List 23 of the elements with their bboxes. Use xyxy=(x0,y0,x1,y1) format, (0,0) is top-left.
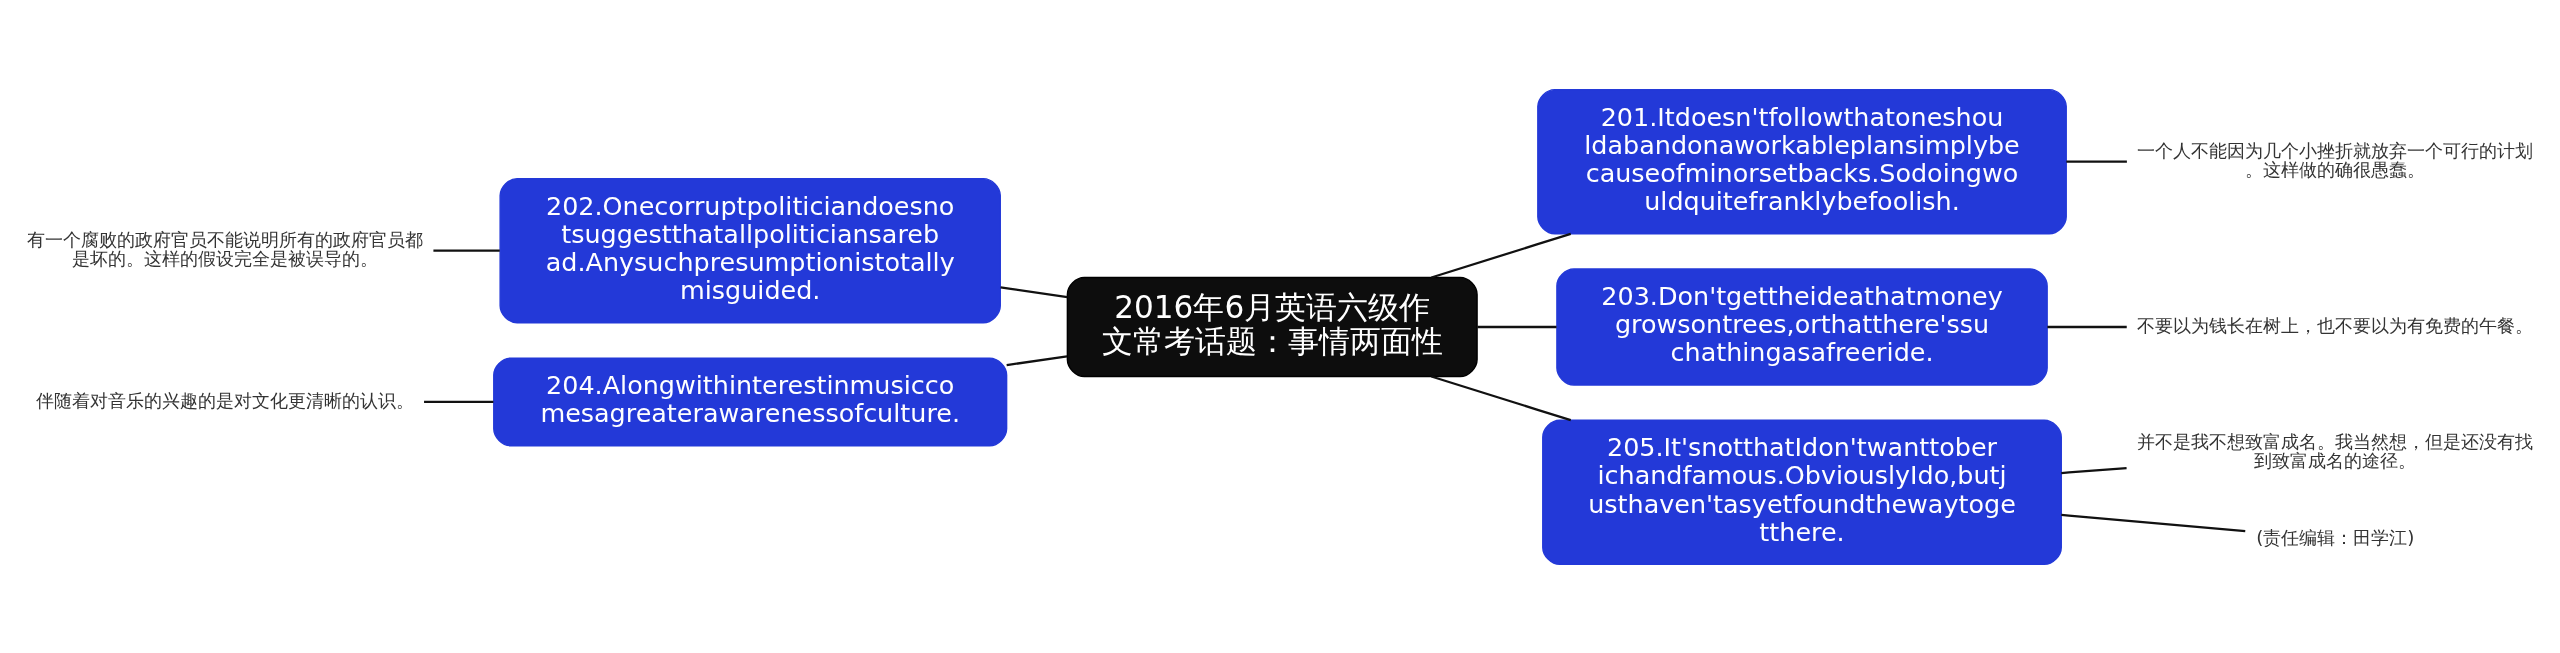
connector xyxy=(424,400,494,403)
connector xyxy=(1431,374,1572,421)
connector xyxy=(1006,354,1068,366)
connector xyxy=(1477,325,1557,328)
node-box: 203.Don'tgettheideathatmoneygrowsontrees,orthatthere'ssuchathingasafreeride. xyxy=(1556,267,2048,386)
node-box: 201.Itdoesn'tfollowthatoneshouldabandonaworkableplansimplybecauseofminorsetbacks.Sodoingwouldquitefranklybefoolish. xyxy=(1537,88,2067,234)
node-box: 205.It'snotthatIdon'twanttoberichandfamous.ObviouslyIdo,butjusthaven'tasyetfoundthewaytogetthere. xyxy=(1542,419,2062,565)
connector xyxy=(1431,232,1572,279)
node-text: 有一个腐败的政府官员不能说明所有的政府官员都是坏的。这样的假设完全是被误导的。 xyxy=(26,228,423,269)
node-text: 不要以为钱长在树上，也不要以为有免费的午餐。 xyxy=(2137,314,2534,336)
node-text: 并不是我不想致富成名。我当然想，但是还没有找到致富成名的途径。 xyxy=(2137,430,2534,471)
connector xyxy=(2066,160,2127,163)
connector xyxy=(2047,325,2127,328)
connector xyxy=(2061,466,2127,474)
node-text: 伴随着对音乐的兴趣的是对文化更清晰的认识。 xyxy=(35,389,414,411)
node-text: (责任编辑：田学江) xyxy=(2256,526,2415,548)
node-box: 2016年6月英语六级作文常考话题：事情两面性 xyxy=(1066,276,1478,377)
connector xyxy=(1000,285,1068,298)
connector xyxy=(433,249,500,252)
node-text: 一个人不能因为几个小挫折就放弃一个可行的计划。这样做的确很愚蠢。 xyxy=(2137,139,2534,180)
node-box: 204.Alongwithinterestinmusiccomesagreaterawarenessofculture. xyxy=(493,356,1008,446)
connector xyxy=(2061,513,2246,532)
node-box: 202.Onecorruptpoliticiandoesnotsuggestthatallpoliticiansarebad.Anysuchpresumptionistotallymisguided. xyxy=(499,177,1001,323)
